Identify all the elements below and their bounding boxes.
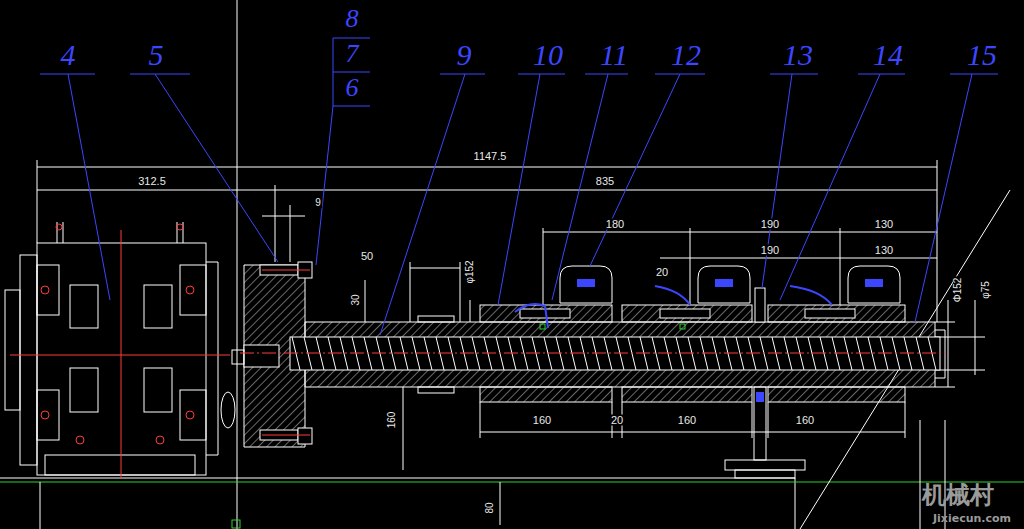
dimension-text: 80	[485, 501, 495, 514]
callout-number: 12	[671, 40, 701, 70]
callout-number: 8	[346, 6, 359, 32]
dimension-text: 20	[655, 267, 669, 278]
dimension-text: 9	[314, 198, 322, 208]
dimension-text: 130	[874, 245, 894, 256]
dimension-text: 160	[387, 411, 397, 430]
dimension-text: 190	[760, 245, 780, 256]
callout-number: 11	[600, 40, 628, 70]
dimension-text: 835	[595, 176, 615, 187]
dimension-text: 30	[351, 293, 361, 306]
dimension-text: 130	[874, 219, 894, 230]
dimension-text: 160	[677, 415, 697, 426]
dimension-text: φ75	[981, 280, 991, 300]
dimension-text: 190	[760, 219, 780, 230]
callout-number: 7	[346, 41, 359, 67]
callout-number: 15	[967, 40, 997, 70]
callout-number: 5	[149, 40, 164, 70]
dimension-text: φ152	[465, 259, 475, 284]
dimension-text: 50	[360, 251, 374, 262]
dimension-text: 20	[610, 415, 624, 426]
watermark: Jixiecun.com	[933, 513, 1011, 524]
dimension-text: 1147.5	[473, 151, 508, 162]
callout-number: 6	[346, 75, 359, 101]
callout-number: 4	[61, 40, 76, 70]
dimension-text: 160	[795, 415, 815, 426]
dimension-text: Φ152	[953, 277, 963, 304]
dimension-text: 160	[532, 415, 552, 426]
dimension-text: 312.5	[137, 176, 167, 187]
callout-number: 13	[783, 40, 813, 70]
callout-number: 10	[533, 40, 563, 70]
callout-number: 9	[457, 40, 472, 70]
callout-number: 14	[873, 40, 903, 70]
watermark: 机械村	[922, 483, 994, 507]
dimension-text: 180	[605, 219, 625, 230]
